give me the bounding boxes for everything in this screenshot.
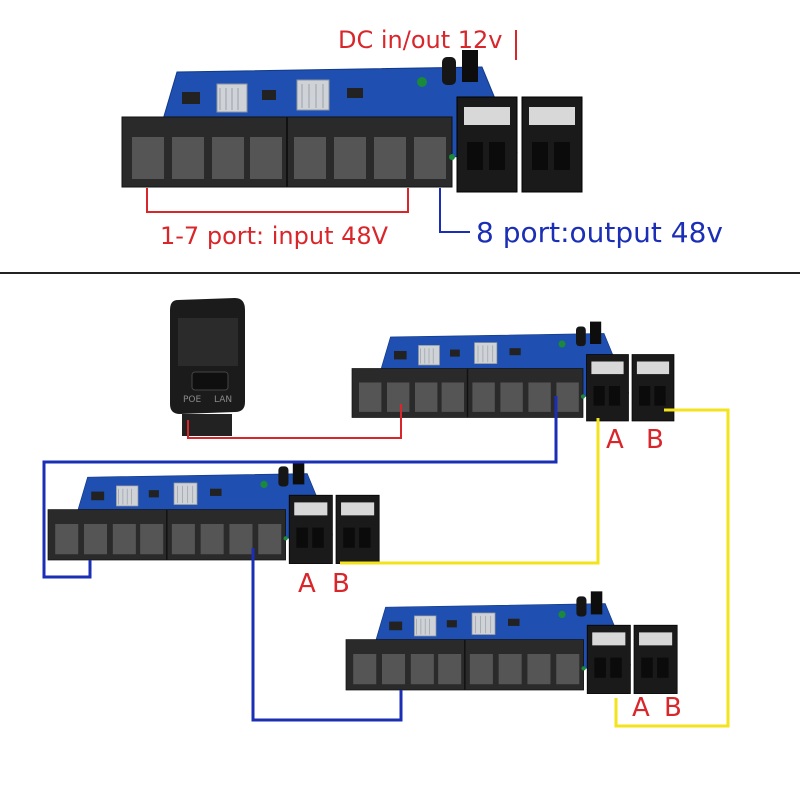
yellow-cable-1	[340, 418, 600, 565]
switch-3-port-b-label: B	[664, 693, 682, 723]
lan-port-label: LAN	[214, 395, 232, 405]
switch-1-port-b-label: B	[646, 425, 664, 455]
top-switch-photo	[121, 49, 583, 193]
input-ports-bracket	[146, 188, 409, 213]
dc-label: DC in/out 12v	[338, 26, 503, 54]
output-port-bracket	[439, 188, 470, 233]
poe-port-label: POE	[183, 395, 202, 405]
switch-3-port-a-label: A	[632, 693, 650, 723]
output-label: 8 port:output 48v	[476, 216, 723, 249]
switch-2	[47, 460, 380, 565]
input-label: 1-7 port: input 48V	[160, 222, 389, 250]
poe-adapter: POE LAN	[170, 298, 245, 436]
switch-2-port-a-label: A	[298, 569, 316, 599]
switch-1-port-a-label: A	[606, 425, 624, 455]
blue-cable-1	[42, 396, 558, 579]
red-cable	[187, 404, 402, 439]
yellow-cable-2	[614, 408, 730, 728]
blue-cable-2	[251, 548, 403, 722]
switch-3	[345, 590, 678, 695]
switch-2-port-b-label: B	[332, 569, 350, 599]
